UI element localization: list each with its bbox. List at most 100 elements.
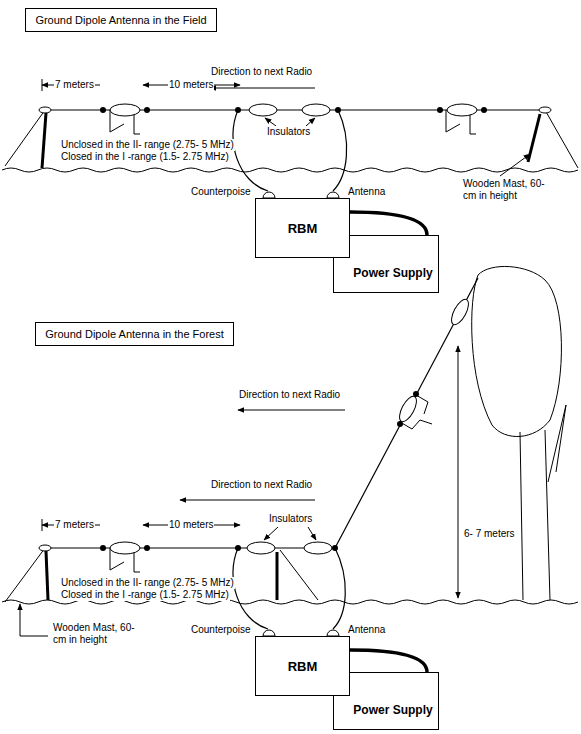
mast [545, 110, 578, 168]
insulator [110, 542, 140, 554]
switch-note: Closed in the I -range (1.5- 2.75 MHz) [60, 589, 230, 601]
title-box: Ground Dipole Antenna in the Field [25, 8, 217, 32]
dimension-line [42, 346, 458, 598]
mast [5, 110, 578, 168]
junction-dot [235, 107, 241, 113]
switch-note: Unclosed in the II- range (2.75- 5 MHz) [60, 577, 235, 589]
insulator [539, 107, 551, 113]
terminal-label: Antenna [347, 624, 386, 636]
mast [5, 110, 45, 166]
insulator [448, 297, 472, 327]
insulator [396, 394, 420, 424]
tree [472, 266, 562, 436]
insulator [39, 107, 51, 113]
switch-note: Closed in the I -range (1.5- 2.75 MHz) [60, 151, 230, 163]
junction-dot [100, 545, 106, 551]
mast [5, 548, 318, 602]
insulator [39, 297, 472, 554]
power-cable [350, 650, 427, 672]
junction-dot [144, 545, 150, 551]
power-cable [350, 212, 427, 235]
insulator [39, 545, 51, 551]
tree [520, 430, 550, 600]
insulator [39, 104, 551, 116]
leader-line [265, 118, 276, 126]
dipole-wire [48, 547, 335, 548]
dimension-label: 7 meters [54, 519, 95, 531]
dipole-wire [333, 110, 347, 191]
dimension-line [42, 79, 43, 91]
insulator [302, 104, 330, 116]
direction-arrow [210, 88, 315, 89]
direction-label: Direction to next Radio [210, 66, 313, 78]
insulator [110, 104, 140, 116]
mast [280, 550, 318, 600]
insulator-label: Insulators [268, 513, 313, 525]
leader-line [20, 527, 316, 636]
leader-line [306, 118, 315, 126]
junction-dot [100, 107, 487, 113]
box-label: RBM [288, 221, 318, 236]
direction-arrow [238, 410, 345, 411]
height-label: 6- 7 meters [463, 528, 516, 540]
insulator-label: Insulators [266, 126, 311, 138]
dimension-label: 10 meters [168, 79, 214, 91]
mast [5, 548, 45, 602]
box-label: RBM [288, 659, 318, 674]
leader-line [264, 527, 278, 540]
junction-dot [144, 107, 150, 113]
dimension-line [42, 519, 43, 531]
mast-label: Wooden Mast, 60-cm in height [52, 622, 144, 646]
mast [276, 552, 279, 600]
radio-box: RBM [255, 636, 350, 696]
box-label: Power Supply [353, 266, 432, 280]
junction-dot [335, 107, 341, 113]
leader-line [265, 118, 530, 176]
title-box: Ground Dipole Antenna in the Forest [35, 322, 234, 346]
dipole-wire [333, 548, 345, 629]
direction-arrow [180, 410, 345, 500]
mast [528, 114, 540, 162]
mast-label: Wooden Mast, 60-cm in height [462, 178, 554, 202]
dimension-label: 10 meters [168, 519, 214, 531]
junction-dot [481, 107, 487, 113]
junction-dot [413, 391, 419, 397]
switch-symbol [110, 395, 432, 572]
direction-arrow [180, 500, 315, 501]
diagram-title: Ground Dipole Antenna in the Forest [45, 328, 224, 340]
junction-dot [235, 545, 241, 551]
junction-dot [437, 107, 443, 113]
junction-dot [100, 391, 419, 551]
ground-line [2, 168, 578, 604]
insulator [447, 104, 477, 116]
junction-dot [100, 107, 106, 113]
ground-line [2, 168, 578, 172]
junction-dot [332, 545, 338, 551]
dipole-wire [233, 548, 268, 629]
radio-box: RBM [255, 198, 350, 258]
leader-line [308, 527, 316, 540]
switch-note: Unclosed in the II- range (2.75- 5 MHz) [60, 139, 235, 151]
terminal-label: Counterpoise [190, 624, 251, 636]
terminal-label: Counterpoise [190, 186, 251, 198]
leader-line [20, 604, 48, 636]
leader-line [500, 154, 530, 176]
direction-label: Direction to next Radio [238, 389, 341, 401]
insulator [304, 542, 332, 554]
terminal-label: Antenna [347, 186, 386, 198]
dipole-wire [233, 110, 268, 191]
insulator [249, 104, 277, 116]
mast [42, 113, 46, 168]
box-label: Power Supply [353, 703, 432, 717]
dipole-wire [335, 278, 478, 548]
mast [46, 551, 48, 600]
tree [472, 266, 566, 600]
tree [548, 405, 566, 482]
dimension-line [42, 79, 240, 91]
insulator [247, 542, 275, 554]
junction-dot [397, 421, 403, 427]
dimension-label: 7 meters [54, 79, 95, 91]
dimension-line [458, 346, 459, 598]
direction-arrow [210, 88, 315, 89]
